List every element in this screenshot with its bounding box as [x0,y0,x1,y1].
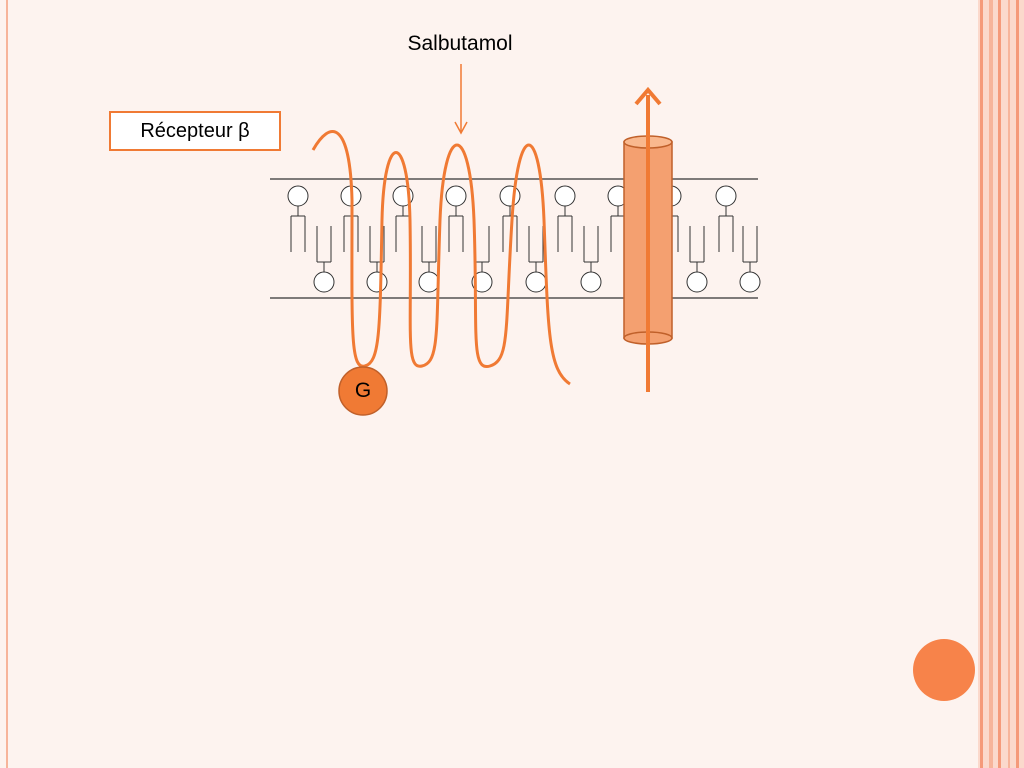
phospholipid-bilayer [287,185,761,293]
ion-flow-arrow [634,86,662,392]
phospholipid-top-8 [715,185,737,252]
phospholipid-bottom-5 [580,226,602,293]
phospholipid-bottom-7 [686,226,708,293]
phospholipid-bottom-2 [418,226,440,293]
phospholipid-top-3 [445,185,467,252]
phospholipid-top-0 [287,185,309,252]
phospholipid-bottom-0 [313,226,335,293]
decorative-dot [913,639,975,701]
receptor-label-box: Récepteur β [109,111,281,151]
salbutamol-arrow [454,64,468,135]
right-border-stripes [978,0,1024,768]
left-border-line [6,0,8,768]
phospholipid-bottom-4 [525,226,547,293]
phospholipid-bottom-1 [366,226,388,293]
beta-receptor-chain [311,130,571,386]
g-protein-circle [338,366,388,416]
phospholipid-bottom-8 [739,226,761,293]
receptor-label: Récepteur β [140,119,250,142]
phospholipid-top-5 [554,185,576,252]
g-protein-label: G [354,379,372,402]
salbutamol-label: Salbutamol [407,32,513,55]
